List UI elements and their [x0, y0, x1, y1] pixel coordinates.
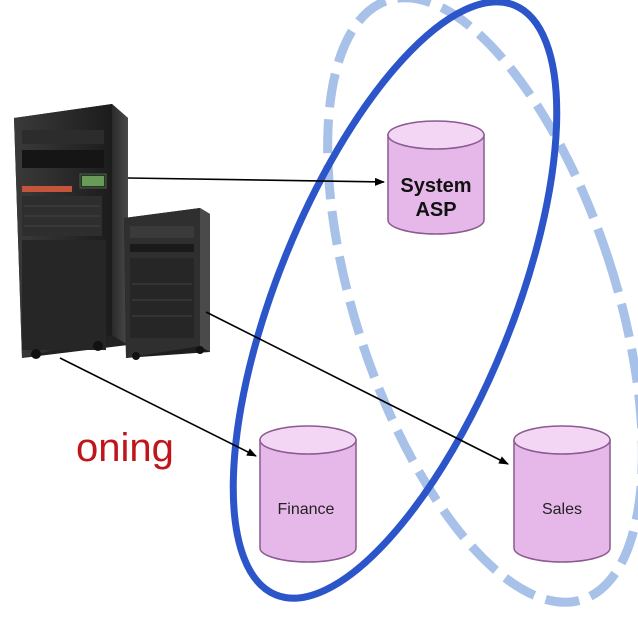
sales-disk: Sales: [513, 425, 611, 563]
dashed-grouping-ring: [323, 0, 638, 607]
finance-label: Finance: [278, 501, 335, 518]
partial-title-text: oning: [76, 426, 174, 470]
server-tower-icon: [14, 104, 128, 359]
system-asp-disk: System ASP: [387, 120, 485, 235]
arrow-to-system-asp: [127, 177, 385, 186]
system-asp-label-line1: System: [400, 175, 471, 197]
solid-grouping-ring: [229, 0, 561, 602]
sales-label: Sales: [542, 501, 582, 518]
arrow-to-sales: [205, 311, 509, 465]
arrow-to-finance: [59, 357, 257, 457]
finance-disk: Finance: [259, 425, 357, 563]
server-small-icon: [124, 208, 210, 360]
system-asp-label-line2: ASP: [415, 199, 456, 221]
